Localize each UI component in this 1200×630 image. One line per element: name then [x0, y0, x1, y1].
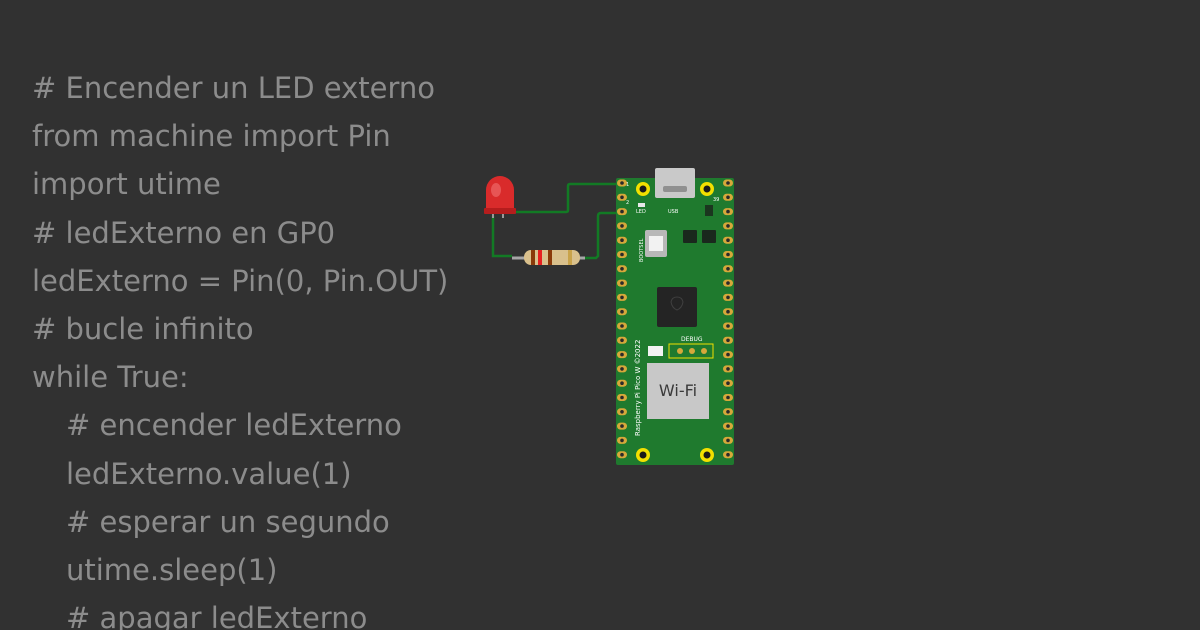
header-pin-hole: [726, 424, 730, 428]
header-pin-hole: [726, 338, 730, 343]
debug-header[interactable]: [668, 343, 714, 359]
debug-label: DEBUG: [681, 336, 703, 343]
header-pin-hole: [620, 438, 624, 443]
resistor[interactable]: [512, 250, 585, 265]
wifi-module: [647, 363, 709, 419]
header-pin-hole: [620, 395, 624, 400]
code-line[interactable]: # encender ledExterno: [66, 408, 402, 443]
board-model-label: Raspberry Pi Pico W ©2022: [634, 340, 642, 436]
code-line[interactable]: ledExterno.value(1): [66, 456, 352, 491]
wifi-label: Wi-Fi: [659, 381, 697, 400]
header-pin-hole: [726, 395, 730, 400]
header-pin-hole: [726, 281, 730, 285]
header-pin-hole: [620, 367, 624, 371]
header-pin-hole: [620, 209, 624, 214]
code-line[interactable]: ledExterno = Pin(0, Pin.OUT): [32, 263, 449, 298]
code-line[interactable]: # esperar un segundo: [66, 504, 390, 539]
header-pin-hole: [620, 338, 624, 343]
wire-resistor-gnd[interactable]: [585, 211, 622, 260]
header-pin-hole: [726, 252, 730, 257]
header-pin-hole: [620, 238, 624, 242]
code-line[interactable]: import utime: [32, 167, 221, 202]
header-pin-hole: [726, 410, 730, 414]
led-label: LED: [636, 209, 646, 215]
header-pin-hole: [620, 295, 624, 300]
header-pin-hole: [726, 195, 730, 200]
wire-led-resistor[interactable]: [491, 216, 512, 258]
code-line[interactable]: utime.sleep(1): [66, 552, 278, 587]
header-pin-hole: [726, 181, 730, 185]
code-line[interactable]: # bucle infinito: [32, 311, 254, 346]
header-pin-hole: [620, 452, 624, 457]
header-pin-hole: [620, 224, 624, 228]
code-editor[interactable]: # Encender un LED externo from machine im…: [32, 64, 448, 630]
rp2040-chip: [657, 287, 697, 327]
header-pin-hole: [620, 252, 624, 257]
header-pin-hole: [620, 195, 624, 200]
circuit-diagram: 1 2 39 LED USB DEBUG Wi-Fi BOOTSEL Raspb…: [484, 168, 734, 465]
code-line[interactable]: from machine import Pin: [32, 119, 391, 154]
header-pin-hole: [726, 238, 730, 242]
header-pin-hole: [620, 281, 624, 285]
bootsel-label: BOOTSEL: [639, 238, 645, 262]
code-line[interactable]: # Encender un LED externo: [32, 71, 436, 105]
header-pin-hole: [726, 209, 730, 214]
header-pin-hole: [726, 295, 730, 300]
usb-label: USB: [668, 209, 679, 215]
header-pin-hole: [726, 309, 730, 314]
header-pin-hole: [620, 309, 624, 314]
pin-1-label: 1: [626, 182, 629, 188]
header-pin-hole: [726, 452, 730, 457]
header-pin-hole: [726, 224, 730, 228]
pin-39-label: 39: [713, 197, 719, 203]
code-line[interactable]: # ledExterno en GP0: [32, 215, 336, 250]
wire-gp0[interactable]: [503, 182, 622, 214]
usb-connector[interactable]: [655, 168, 695, 198]
header-pin-hole: [726, 352, 730, 357]
header-pin-hole: [726, 267, 730, 271]
header-pin-hole: [620, 381, 624, 386]
header-pin-hole: [726, 367, 730, 371]
header-pin-hole: [620, 267, 624, 271]
header-pin-hole: [726, 438, 730, 443]
raspberry-pi-pico-w-board[interactable]: 1 2 39 LED USB DEBUG Wi-Fi BOOTSEL Raspb…: [616, 168, 734, 465]
pin-2-label: 2: [626, 200, 629, 206]
header-pin-hole: [620, 424, 624, 428]
header-pins: [617, 179, 733, 459]
code-line[interactable]: # apagar ledExterno: [66, 601, 368, 630]
header-pin-hole: [726, 324, 730, 328]
header-pin-hole: [620, 410, 624, 414]
onboard-led: [638, 203, 645, 207]
header-pin-hole: [620, 324, 624, 328]
code-line[interactable]: while True:: [32, 360, 189, 395]
red-led[interactable]: [484, 176, 516, 218]
header-pin-hole: [620, 352, 624, 357]
header-pin-hole: [620, 181, 624, 185]
header-pin-hole: [726, 381, 730, 386]
